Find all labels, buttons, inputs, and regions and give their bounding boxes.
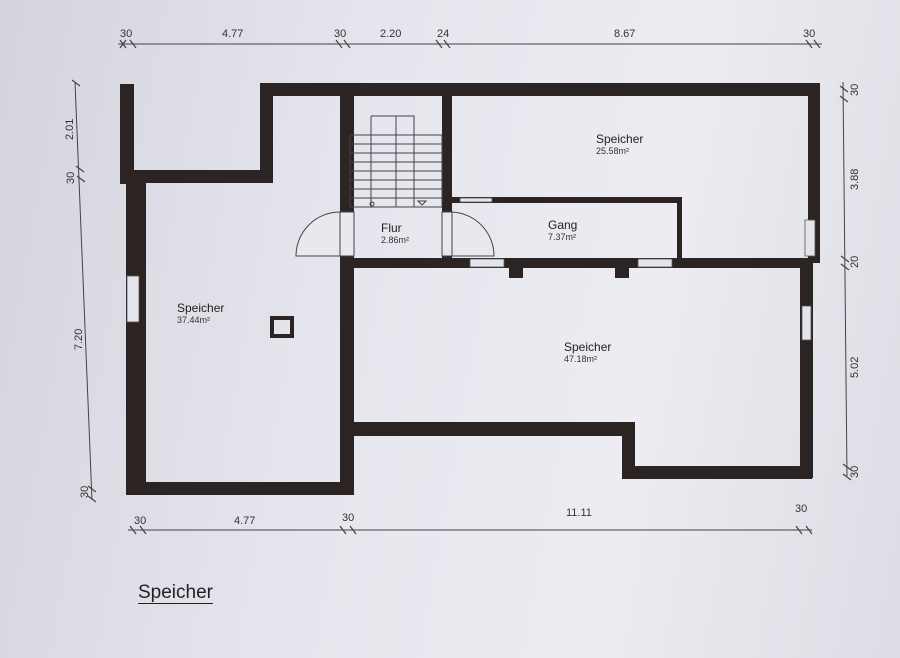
dimension-labels-left: 2.01 30 7.20 30	[64, 119, 91, 498]
room-name-gang: Gang	[548, 218, 577, 232]
room-area-speicher-north: 25.58m²	[596, 146, 629, 156]
dim-right-0: 30	[849, 84, 861, 96]
dim-right-2: 20	[849, 256, 861, 268]
dim-left-2: 7.20	[73, 329, 85, 350]
dim-right-1: 3.88	[849, 169, 861, 190]
dimension-labels-bottom: 30 4.77 30 11.11 30	[134, 503, 807, 527]
stairs-icon	[349, 115, 443, 208]
dimension-lines	[71, 39, 852, 535]
dim-top-0: 30	[120, 28, 132, 40]
dim-top-6: 30	[803, 28, 815, 40]
room-area-gang: 7.37m²	[548, 232, 576, 242]
doors	[295, 211, 495, 257]
windows	[126, 197, 816, 341]
dim-bottom-3: 11.11	[566, 507, 592, 519]
dim-bottom-1: 4.77	[234, 515, 255, 527]
walls	[120, 83, 820, 495]
room-area-flur: 2.86m²	[381, 235, 409, 245]
plan-title: Speicher	[138, 582, 213, 603]
room-name-flur: Flur	[381, 221, 402, 235]
dimension-labels-top: 30 4.77 30 2.20 24 8.67 30	[120, 28, 815, 40]
room-name-speicher-north: Speicher	[596, 132, 643, 146]
dim-bottom-2: 30	[342, 512, 354, 524]
dim-bottom-0: 30	[134, 515, 146, 527]
room-area-speicher-west: 37.44m²	[177, 315, 210, 325]
dim-top-5: 8.67	[614, 28, 635, 40]
dim-bottom-4: 30	[795, 503, 807, 515]
dim-top-2: 30	[334, 28, 346, 40]
dim-top-4: 24	[437, 28, 449, 40]
dim-left-1: 30	[65, 172, 77, 184]
dim-right-4: 30	[849, 466, 861, 478]
dim-top-3: 2.20	[380, 28, 401, 40]
dim-left-3: 30	[79, 486, 91, 498]
dimension-labels-right: 30 3.88 20 5.02 30	[849, 84, 861, 478]
room-area-speicher-east: 47.18m²	[564, 354, 597, 364]
room-name-speicher-west: Speicher	[177, 301, 224, 315]
dim-top-1: 4.77	[222, 28, 243, 40]
room-name-speicher-east: Speicher	[564, 340, 611, 354]
door-gang	[451, 211, 495, 257]
dim-right-3: 5.02	[849, 357, 861, 378]
dim-left-0: 2.01	[64, 119, 76, 140]
chimney-icon	[270, 316, 294, 338]
door-flur-west	[295, 211, 341, 257]
